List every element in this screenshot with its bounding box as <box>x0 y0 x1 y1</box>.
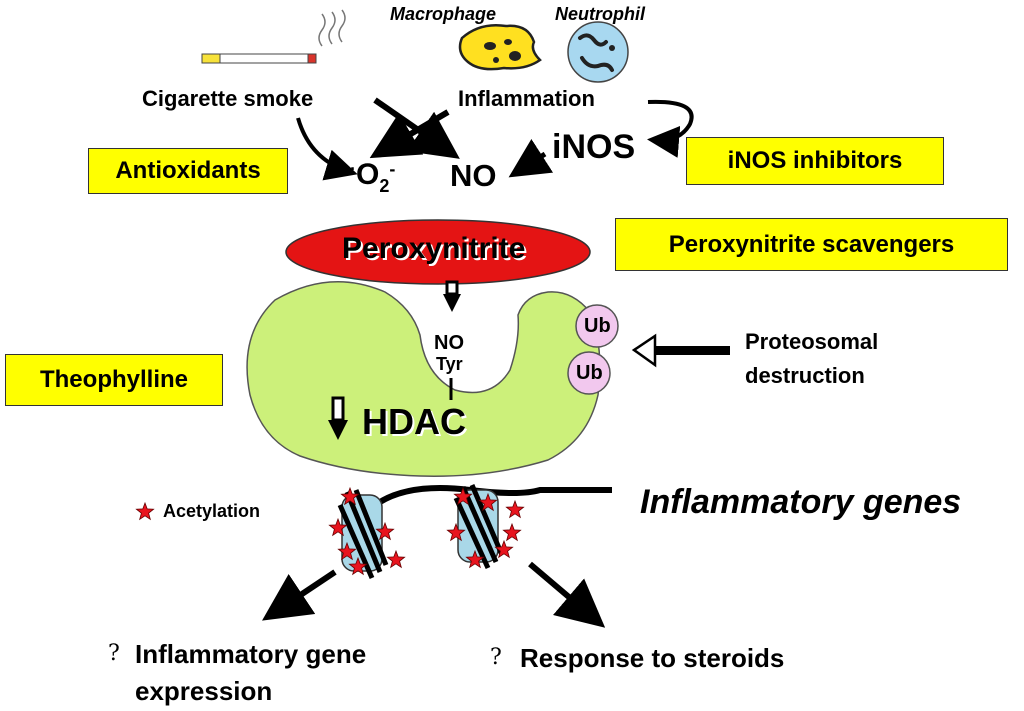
proteosomal-line1: Proteosomal <box>745 329 879 354</box>
neutrophil-cell-icon <box>567 21 629 83</box>
acetylation-star <box>453 486 473 506</box>
nitric-oxide-label: NO <box>450 158 497 193</box>
ubiquitin-circle-1 <box>575 304 619 348</box>
acetylation-star <box>446 522 466 542</box>
peroxynitrite-down-arrow <box>443 280 461 312</box>
acetylation-star <box>505 499 525 519</box>
outcome-arrows <box>262 561 606 628</box>
macrophage-label: Macrophage <box>390 4 497 24</box>
theophylline-box: Theophylline <box>5 354 223 406</box>
inos-inhibitors-box: iNOS inhibitors <box>686 137 944 185</box>
macrophage-cell-icon <box>458 24 542 71</box>
nitration-no-label: NO <box>434 332 464 354</box>
acetylation-star <box>386 549 406 569</box>
top-arrows <box>296 97 694 181</box>
acetylation-stars <box>135 486 525 576</box>
hdac-enzyme-shape <box>246 281 601 477</box>
nucleosome-2 <box>453 484 505 570</box>
gene-expression-line2: expression <box>135 676 273 706</box>
acetylation-star <box>337 541 357 561</box>
hdac-decrease-arrow <box>328 396 348 440</box>
acetylation-star <box>340 486 360 506</box>
acetylation-legend-label: Acetylation <box>163 501 261 521</box>
acetylation-star <box>465 549 485 569</box>
ubiquitin-label-1: Ub <box>584 315 611 337</box>
acetylation-star <box>328 517 348 537</box>
gene-expression-line1: Inflammatory gene <box>135 639 367 669</box>
hdac-label: HDAC <box>362 401 466 442</box>
inos-label: iNOS <box>552 128 636 166</box>
peroxynitrite-scavengers-box: Peroxynitrite scavengers <box>615 218 1008 271</box>
cigarette-icon <box>201 9 346 64</box>
acetylation-star <box>478 492 498 512</box>
acetylation-star <box>375 521 395 541</box>
ubiquitin-label-2: Ub <box>576 362 603 384</box>
tyrosine-label: Tyr <box>436 354 463 374</box>
neutrophil-label: Neutrophil <box>555 4 645 24</box>
acetylation-star <box>502 522 522 542</box>
peroxynitrite-shape <box>285 219 591 285</box>
cigarette-smoke-label: Cigarette smoke <box>142 86 314 111</box>
acetylation-star <box>348 556 368 576</box>
acetylation-star <box>494 539 514 559</box>
acetylation-legend-star <box>135 501 155 521</box>
inflammatory-genes-label: Inflammatory genes <box>640 483 962 521</box>
ubiquitin-circle-2 <box>567 351 611 395</box>
proteosomal-line2: destruction <box>745 363 865 388</box>
superoxide-label: ·O2- <box>350 158 396 196</box>
proteosomal-arrow <box>631 333 730 368</box>
antioxidants-box: Antioxidants <box>88 148 288 194</box>
peroxynitrite-label: Peroxynitrite <box>342 232 526 265</box>
inflammation-label: Inflammation <box>458 86 595 111</box>
outcome-marker-2: ? <box>490 645 502 670</box>
steroid-response-label: Response to steroids <box>520 643 785 673</box>
outcome-marker-1: ? <box>108 641 120 666</box>
